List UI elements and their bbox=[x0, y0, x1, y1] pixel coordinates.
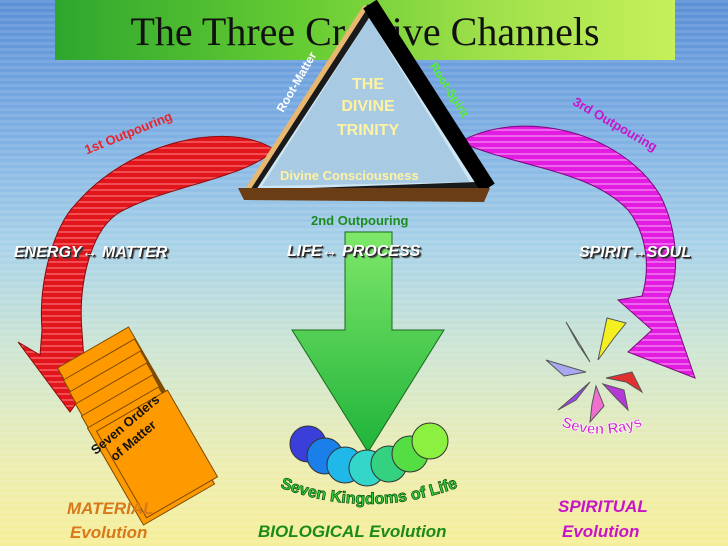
seven-rays-burst bbox=[545, 317, 644, 424]
seven-orders-cards: Seven Orders of Matter bbox=[56, 326, 219, 526]
trinity-line-trinity: TRINITY bbox=[336, 122, 400, 139]
second-outpouring-label: 2nd Outpouring bbox=[311, 213, 409, 228]
divine-consciousness-label: Divine Consciousness bbox=[280, 168, 419, 183]
green-outpouring-arrow bbox=[291, 231, 445, 453]
trinity-line-divine: DIVINE bbox=[341, 98, 395, 115]
energy-matter-label: ENERGY↔ MATTER bbox=[14, 244, 168, 261]
trinity-line-the: THE bbox=[352, 76, 384, 93]
ray-petal bbox=[597, 317, 627, 361]
material-evolution-line1: MATERIAL bbox=[67, 499, 154, 518]
spirit-soul-label: SPIRIT↔SOUL bbox=[579, 244, 692, 261]
red-outpouring-arrow bbox=[17, 135, 276, 413]
ray-petal bbox=[605, 371, 644, 394]
kingdom-circle bbox=[411, 422, 449, 460]
ray-petal bbox=[557, 381, 591, 411]
divine-trinity-triangle bbox=[238, 0, 495, 202]
ray-petal bbox=[589, 384, 605, 424]
spiritual-evolution-line2: Evolution bbox=[562, 522, 640, 541]
life-process-label: LIFE↔ PROCESS bbox=[287, 243, 421, 260]
biological-evolution-label: BIOLOGICAL Evolution bbox=[258, 522, 447, 541]
ray-petal bbox=[545, 359, 587, 377]
seven-kingdoms-circles bbox=[289, 422, 449, 487]
seven-rays-label: Seven Rays bbox=[559, 414, 644, 438]
spiritual-evolution-line1: SPIRITUAL bbox=[558, 497, 648, 516]
ray-petal bbox=[601, 383, 629, 412]
ray-petal bbox=[565, 321, 591, 363]
material-evolution-line2: Evolution bbox=[70, 523, 148, 542]
magenta-outpouring-arrow bbox=[458, 125, 696, 379]
